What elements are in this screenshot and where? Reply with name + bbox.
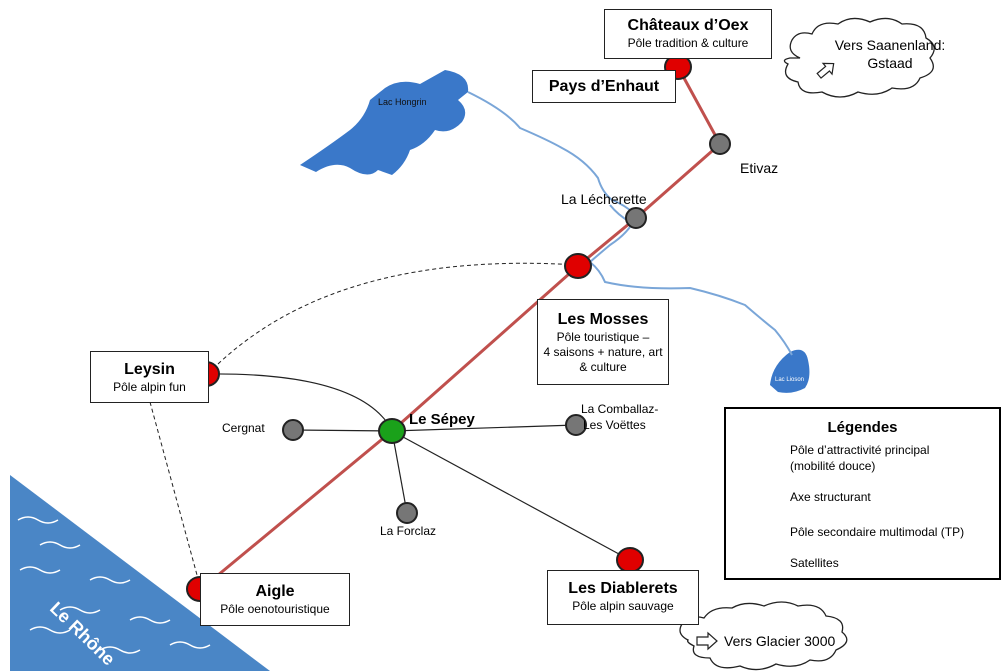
satellite-la-forclaz[interactable] xyxy=(396,502,418,524)
pole-le-sepey[interactable] xyxy=(378,418,406,444)
link-sepey-comballaz xyxy=(391,424,577,432)
cloud-glacier-text: Vers Glacier 3000 xyxy=(724,633,836,649)
pays-denhaut-box[interactable]: Pays d’Enhaut xyxy=(532,70,676,103)
aigle-title: Aigle xyxy=(255,583,295,600)
leysin-desc: Pôle alpin fun xyxy=(113,380,186,394)
chateau-doex-box[interactable]: Châteaux d’Oex Pôle tradition & culture xyxy=(604,9,772,59)
les-mosses-title: Les Mosses xyxy=(557,311,649,328)
leysin-box[interactable]: Leysin Pôle alpin fun xyxy=(90,351,209,403)
lac-lioson-shape xyxy=(770,349,810,393)
chateau-doex-title: Châteaux d’Oex xyxy=(627,17,749,34)
pole-les-mosses[interactable] xyxy=(564,253,592,279)
cloud-saanenland-line2: Gstaad xyxy=(867,55,913,72)
pays-denhaut-title: Pays d’Enhaut xyxy=(548,78,660,95)
river-upper xyxy=(467,91,637,216)
legend-main-pole-line2: (mobilité douce) xyxy=(790,458,876,473)
arrow-right-icon xyxy=(696,631,718,651)
link-sepey-diablerets xyxy=(391,430,631,561)
les-mosses-box[interactable]: Les Mosses Pôle touristique – 4 saisons … xyxy=(537,299,669,385)
satellite-cergnat[interactable] xyxy=(282,419,304,441)
les-diablerets-desc: Pôle alpin sauvage xyxy=(572,599,674,613)
la-lecherette-label: La Lécherette xyxy=(561,191,647,207)
cergnat-label: Cergnat xyxy=(222,421,265,435)
legend-axis-label: Axe structurant xyxy=(790,490,871,504)
etivaz-label: Etivaz xyxy=(740,160,779,176)
lac-lioson-label: Lac Lioson xyxy=(775,377,805,383)
legend-main-pole-label: Pôle d’attractivité principal (mobilité … xyxy=(790,443,929,474)
satellite-la-comballaz[interactable] xyxy=(565,414,587,436)
legend-secondary-pole-label: Pôle secondaire multimodal (TP) xyxy=(790,525,965,539)
legend-main-pole-line1: Pôle d’attractivité principal xyxy=(790,443,930,457)
les-diablerets-title: Les Diablerets xyxy=(568,580,678,597)
la-comballaz-label-line2: Les Voëttes xyxy=(583,418,646,432)
dashed-link-leysin-aigle xyxy=(149,401,201,587)
chateau-doex-desc: Pôle tradition & culture xyxy=(627,36,749,50)
cloud-saanenland-line1: Vers Saanenland: xyxy=(834,37,946,53)
cloud-glacier xyxy=(679,601,848,671)
satellite-etivaz[interactable] xyxy=(709,133,731,155)
satellite-la-lecherette[interactable] xyxy=(625,207,647,229)
legend-satellites-label: Satellites xyxy=(790,556,839,570)
dashed-link-leysin-mosses xyxy=(217,262,579,365)
link-sepey-forclaz xyxy=(391,430,408,514)
structural-axis xyxy=(199,66,722,592)
lac-hongrin-label: Lac Hongrin xyxy=(378,97,427,107)
les-mosses-desc-line3: & culture xyxy=(579,360,627,374)
leysin-title: Leysin xyxy=(124,361,175,378)
legend-title: Légendes xyxy=(827,419,898,436)
les-diablerets-box[interactable]: Les Diablerets Pôle alpin sauvage xyxy=(547,570,699,625)
aigle-box[interactable]: Aigle Pôle oenotouristique xyxy=(200,573,350,626)
link-sepey-cergnat xyxy=(292,429,393,432)
lac-hongrin-shape xyxy=(300,70,469,175)
legend-panel: Légendes Pôle d’attractivité principal (… xyxy=(724,407,1001,580)
les-mosses-desc-line1: Pôle touristique – xyxy=(556,330,650,344)
rhone-waves xyxy=(17,516,211,654)
les-mosses-desc-line2: 4 saisons + nature, art xyxy=(543,345,663,359)
link-leysin-sepey xyxy=(205,373,393,431)
pole-les-diablerets[interactable] xyxy=(616,547,644,573)
la-forclaz-label: La Forclaz xyxy=(380,524,437,538)
arrow-northeast-icon xyxy=(816,62,835,79)
aigle-desc: Pôle oenotouristique xyxy=(220,602,330,616)
la-comballaz-label-line1: La Comballaz- xyxy=(581,402,659,416)
cloud-saanenland-text: Vers Saanenland: Gstaad xyxy=(830,36,950,72)
river-lower xyxy=(589,261,793,356)
le-sepey-label: Le Sépey xyxy=(409,411,475,428)
